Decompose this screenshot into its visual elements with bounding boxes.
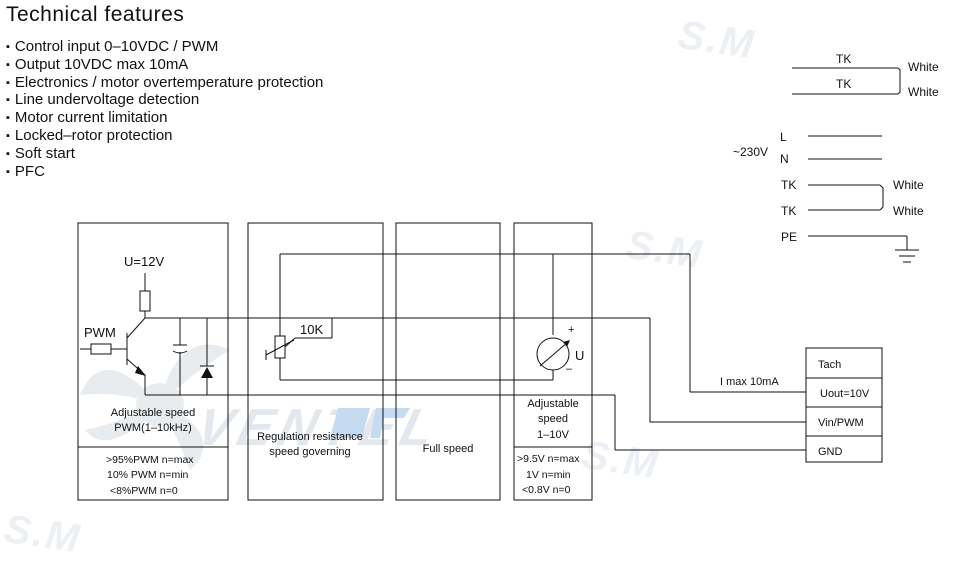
- panel-title: Adjustable speed: [111, 407, 195, 419]
- terminal-block: Tach Uout=10V Vin/PWM GND: [805, 347, 883, 463]
- feature-list: Control input 0–10VDC / PWM Output 10VDC…: [6, 38, 323, 182]
- panel-pwm: U=12V PWM Adjustable speed: [77, 222, 430, 501]
- l-label: L: [780, 130, 787, 144]
- terminal-uout: Uout=10V: [820, 388, 870, 400]
- tk-label: TK: [781, 204, 796, 218]
- page-title: Technical features: [6, 3, 185, 26]
- tk-label: TK: [781, 178, 796, 192]
- panel-resistance: 10K Regulation resistance speed governin…: [247, 222, 690, 501]
- tk-label: TK: [836, 77, 851, 91]
- spec-line: >95%PWM n=max: [106, 454, 194, 466]
- wiring-top: TK TK White White: [792, 52, 939, 99]
- feature-item: Control input 0–10VDC / PWM: [6, 38, 323, 57]
- resistor-value: 10K: [300, 322, 323, 337]
- feature-item: Output 10VDC max 10mA: [6, 56, 323, 75]
- tk-label: TK: [836, 52, 851, 66]
- white-label: White: [893, 178, 924, 192]
- current-limit-label: I max 10mA: [720, 376, 779, 388]
- white-label: White: [908, 60, 939, 74]
- panel-title: Regulation resistance: [257, 431, 363, 443]
- arrow-icon: [135, 366, 146, 376]
- diode-icon: [201, 367, 213, 378]
- bus-lines: I max 10mA: [230, 254, 806, 451]
- meter-u: U: [575, 348, 584, 363]
- white-label: White: [893, 204, 924, 218]
- panel-title: 1–10V: [537, 429, 569, 441]
- resistor-icon: [139, 290, 151, 312]
- spec-line: <8%PWM n=0: [110, 485, 178, 497]
- spec-line: >9.5V n=max: [517, 453, 580, 465]
- feature-item: Line undervoltage detection: [6, 92, 323, 110]
- fan-watermark-icon: [80, 344, 230, 470]
- terminal-gnd: GND: [818, 446, 843, 458]
- voltage-label: ~230V: [733, 145, 768, 159]
- brand-accent-icon: [330, 408, 410, 438]
- panel-full-speed: Full speed: [395, 222, 501, 501]
- panel-voltage: + U – Adjustable speed 1–10V >9.5V n=max…: [513, 222, 593, 501]
- panel-title: speed governing: [269, 446, 350, 458]
- pwm-label: PWM: [84, 325, 116, 340]
- spec-line: <0.8V n=0: [522, 484, 571, 496]
- resistor-icon: [90, 343, 112, 355]
- meter-plus: +: [568, 324, 574, 336]
- panel-title: Full speed: [423, 443, 474, 455]
- terminal-vin: Vin/PWM: [818, 417, 864, 429]
- feature-item: Electronics / motor overtemperature prot…: [6, 74, 323, 93]
- feature-item: Soft start: [6, 145, 323, 164]
- panel-title: speed: [538, 413, 568, 425]
- panel-title: Adjustable: [527, 398, 578, 410]
- terminal-tach: Tach: [818, 359, 841, 371]
- ground-icon: [895, 249, 919, 263]
- feature-item: PFC: [6, 163, 323, 182]
- spec-line: 1V n=min: [526, 469, 571, 481]
- feature-item: Motor current limitation: [6, 109, 323, 128]
- spec-line: 10% PWM n=min: [107, 469, 189, 481]
- feature-item: Locked–rotor protection: [6, 127, 323, 146]
- pe-label: PE: [781, 230, 797, 244]
- wiring-mains: ~230V L N TK TK White White PE: [733, 130, 924, 263]
- white-label: White: [908, 85, 939, 99]
- u12-label: U=12V: [124, 254, 164, 269]
- n-label: N: [780, 152, 789, 166]
- panel-title: PWM(1–10kHz): [114, 422, 192, 434]
- meter-minus: –: [566, 363, 573, 375]
